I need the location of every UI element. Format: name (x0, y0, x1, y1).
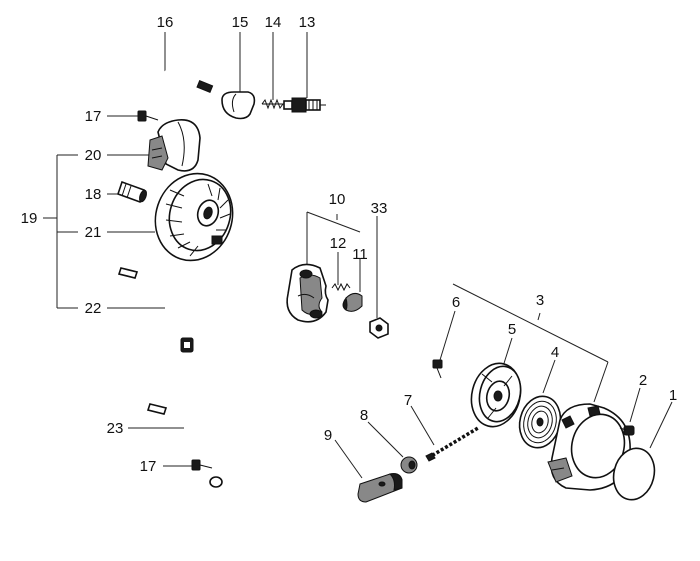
callout-5: 5 (508, 321, 516, 338)
part-7-starter-rope (425, 426, 479, 462)
part-15-plug-cap (221, 91, 256, 120)
part-21-flywheel (154, 172, 234, 262)
callout-15: 15 (232, 14, 249, 31)
part-10-clutch-assembly (286, 263, 329, 323)
callout-19: 19 (21, 210, 38, 227)
callout-labels: 16 15 14 13 17 20 18 19 21 22 10 33 12 1… (21, 14, 678, 475)
part-17-screw-bottom (191, 459, 213, 471)
callout-2: 2 (639, 372, 647, 389)
callout-21: 21 (85, 224, 102, 241)
callout-16: 16 (157, 14, 174, 31)
leader-lines (43, 32, 673, 479)
callout-18: 18 (85, 186, 102, 203)
callout-11: 11 (352, 246, 368, 263)
callout-3: 3 (536, 292, 544, 309)
callout-6: 6 (452, 294, 460, 311)
callout-12: 12 (330, 235, 347, 252)
part-13-spark-plug (283, 97, 326, 113)
part-6-screw (432, 359, 443, 379)
callout-23: 23 (107, 420, 124, 437)
part-17-screw-top (137, 110, 159, 122)
callout-10: 10 (329, 191, 346, 208)
callout-8: 8 (360, 407, 368, 424)
callout-7: 7 (404, 392, 412, 409)
part-8-grommet (400, 456, 418, 474)
part-11-clutch-weight (342, 292, 363, 312)
callout-1: 1 (669, 387, 677, 404)
part-3-starter-housing (547, 403, 631, 491)
part-5-pulley (470, 362, 522, 428)
part-1-cover-plate (612, 447, 656, 501)
callout-33: 33 (371, 200, 388, 217)
part-23-lead-wire (146, 403, 223, 488)
part-9-starter-handle (357, 473, 403, 503)
part-18-spacer (116, 180, 147, 204)
part-16-ignition-lead (162, 68, 214, 144)
part-33-nut (369, 317, 389, 339)
part-2-screw (619, 425, 635, 436)
part-22-ground-wire (117, 267, 194, 353)
callout-20: 20 (85, 147, 102, 164)
callout-4: 4 (551, 344, 559, 361)
part-12-clutch-spring (331, 282, 351, 292)
callout-14: 14 (265, 14, 282, 31)
callout-17-bottom: 17 (140, 458, 157, 475)
part-14-spring (261, 98, 284, 110)
callout-22: 22 (85, 300, 102, 317)
callout-9: 9 (324, 427, 332, 444)
part-20-ignition-coil (147, 119, 201, 172)
callout-13: 13 (299, 14, 316, 31)
part-4-recoil-spring (518, 395, 562, 449)
callout-17-top: 17 (85, 108, 102, 125)
